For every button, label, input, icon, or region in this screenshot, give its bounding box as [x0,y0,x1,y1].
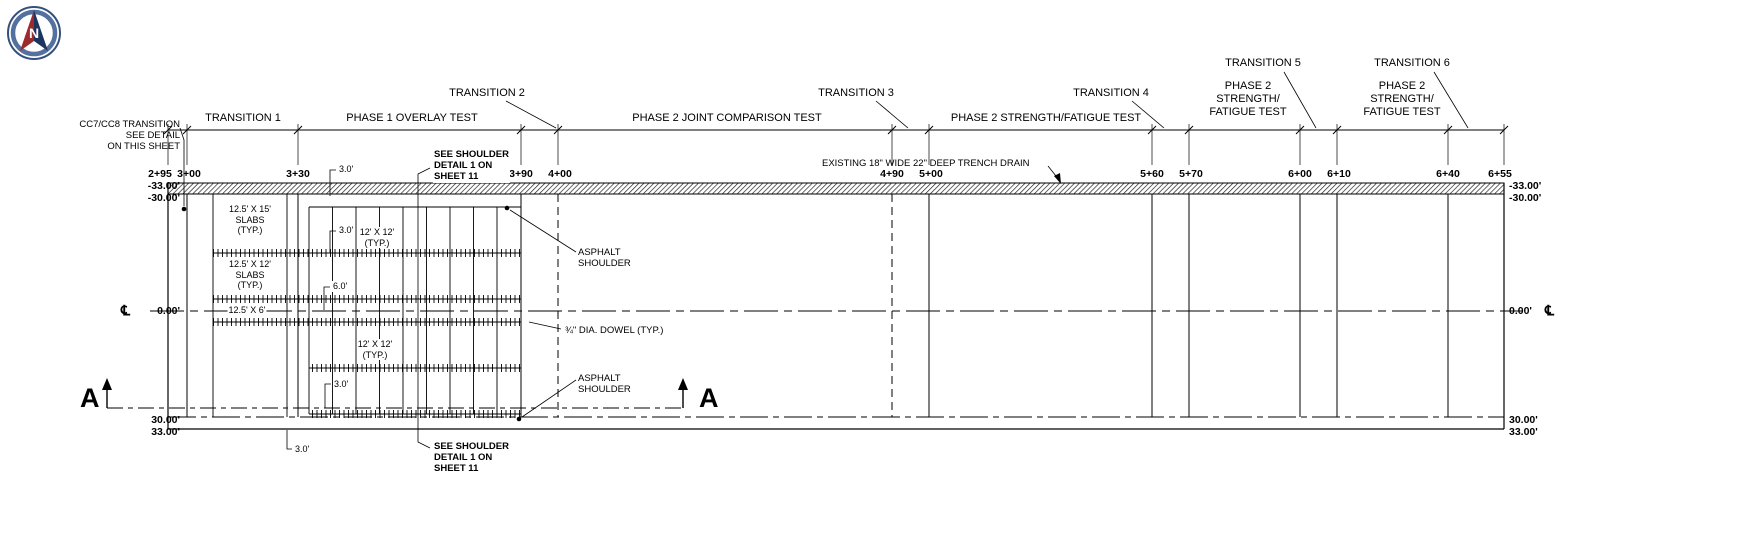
north-arrow-icon: N [7,6,61,60]
slab-label-12-5x15: 12.5' X 15' SLABS (TYP.) [228,204,272,236]
callout-shoulder-detail-top: SEE SHOULDER DETAIL 1 ON SHEET 11 [433,149,510,183]
station-3+90: 3+90 [509,168,533,180]
offset-right-pos30: 30.00' [1509,414,1538,426]
station-dimension-line [163,125,1509,135]
offset-right-zero: 0.00' [1509,305,1532,317]
section-letter-a-left: A [80,383,100,413]
section-label-phase2-strength-2: PHASE 2 STRENGTH/ FATIGUE TEST [1209,80,1287,118]
north-letter: N [29,25,39,41]
section-label-transition-4: TRANSITION 4 [1073,87,1149,99]
station-6+55: 6+55 [1488,168,1512,180]
offset-right-neg30: -30.00' [1509,192,1542,204]
callout-leader-lines [179,127,577,449]
station-3+00: 3+00 [177,168,201,180]
callout-dowel: ¾" DIA. DOWEL (TYP.) [564,325,665,337]
transition-leader-lines [505,71,1469,129]
station-2+95: 2+95 [148,168,172,180]
slab-label-12x12-top: 12' X 12' (TYP.) [358,227,396,249]
callout-shoulder-detail-bottom: SEE SHOULDER DETAIL 1 ON SHEET 11 [433,441,510,475]
slab-grid [212,194,521,417]
callout-asphalt-shoulder-bottom: ASPHALT SHOULDER [578,373,631,396]
offset-left-pos33: 33.00' [151,426,180,438]
section-label-phase1-overlay: PHASE 1 OVERLAY TEST [346,112,478,124]
offset-left-neg33: -33.00' [147,180,180,192]
section-label-transition-2: TRANSITION 2 [449,87,525,99]
station-3+30: 3+30 [286,168,310,180]
callout-asphalt-shoulder-top: ASPHALT SHOULDER [578,247,631,270]
doweled-joint-rows [213,249,521,418]
centerline-symbol-left: ℄ [121,302,130,318]
centerline-symbol-right: ℄ [1545,302,1554,318]
offset-left-pos30: 30.00' [151,414,180,426]
slab-label-12-5x6: 12.5' X 6' [227,305,267,316]
section-label-transition-6: TRANSITION 6 [1374,57,1450,69]
pavement-edge-lines [167,183,1505,430]
offset-left-neg30: -30.00' [147,192,180,204]
station-5+70: 5+70 [1179,168,1203,180]
station-6+00: 6+00 [1288,168,1312,180]
section-label-transition-5: TRANSITION 5 [1225,57,1301,69]
offset-right-pos33: 33.00' [1509,426,1538,438]
callout-trench-drain: EXISTING 18" WIDE 22" DEEP TRENCH DRAIN [822,158,1030,169]
offset-right-neg33: -33.00' [1509,180,1542,192]
station-5+60: 5+60 [1140,168,1164,180]
section-label-phase2-strength-1: PHASE 2 STRENGTH/FATIGUE TEST [950,112,1142,124]
station-6+10: 6+10 [1327,168,1351,180]
section-label-transition-3: TRANSITION 3 [818,87,894,99]
dimension-leader-lines [286,169,336,450]
section-cut-line [102,378,688,409]
section-label-transition-1: TRANSITION 1 [205,112,281,124]
dim-6ft: 6.0' [332,281,349,292]
offset-left-zero: 0.00' [157,305,180,317]
section-label-phase2-joint: PHASE 2 JOINT COMPARISON TEST [632,112,822,124]
section-label-phase2-strength-3: PHASE 2 STRENGTH/ FATIGUE TEST [1363,80,1441,118]
slab-label-12-5x12: 12.5' X 12' SLABS (TYP.) [228,259,272,291]
section-letter-a-right: A [699,383,719,413]
station-4+00: 4+00 [548,168,572,180]
dim-3ft-bottom: 3.0' [294,444,311,455]
station-boundary-lines [186,194,1449,417]
dim-3ft-upper: 3.0' [338,225,355,236]
station-6+40: 6+40 [1436,168,1460,180]
dim-3ft-lower: 3.0' [333,379,350,390]
station-4+90: 4+90 [880,168,904,180]
callout-cc7-cc8-transition: CC7/CC8 TRANSITION SEE DETAIL ON THIS SH… [79,119,180,153]
slab-label-12x12-bottom: 12' X 12' (TYP.) [356,339,394,361]
station-5+00: 5+00 [919,168,943,180]
dim-3ft-top: 3.0' [338,164,355,175]
station-extension-lines [167,124,1505,165]
